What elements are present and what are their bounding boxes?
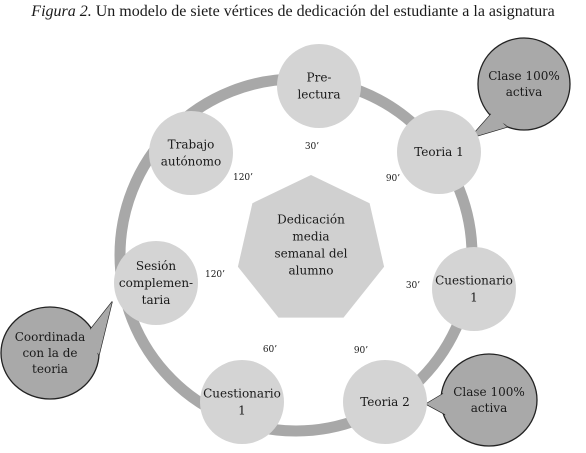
node-label-teoria-1: Teoria 1 (414, 145, 464, 159)
node-trabajo-autonomo (149, 111, 233, 195)
time-label-3: 30’ (406, 281, 420, 291)
node-teoria-2 (343, 360, 427, 444)
node-cuestionario-1-right (432, 247, 516, 331)
time-label-2: 90’ (386, 174, 400, 184)
node-teoria-1 (397, 110, 481, 194)
callout-label-clase-activa-1: Clase 100%activa (488, 69, 560, 99)
time-label-5: 60’ (263, 345, 277, 355)
caption-text: Un modelo de siete vértices de dedicació… (95, 3, 555, 20)
callout-label-clase-activa-2: Clase 100%activa (453, 385, 525, 415)
node-label-teoria-2: Teoria 2 (360, 395, 410, 409)
time-label-1: 30’ (305, 142, 319, 152)
time-label-6: 120’ (205, 270, 225, 280)
center-heptagon (237, 175, 385, 318)
node-sesion-complementaria (114, 241, 198, 325)
node-prelectura (277, 44, 361, 128)
time-label-4: 90’ (354, 346, 368, 356)
node-label-prelectura: Pre-lectura (297, 71, 340, 102)
node-cuestionario-1-bottom (200, 360, 284, 444)
time-label-7: 120’ (233, 173, 253, 183)
caption-label: Figura 2. (31, 3, 92, 20)
figure-caption: Figura 2. Un modelo de siete vértices de… (0, 3, 586, 21)
